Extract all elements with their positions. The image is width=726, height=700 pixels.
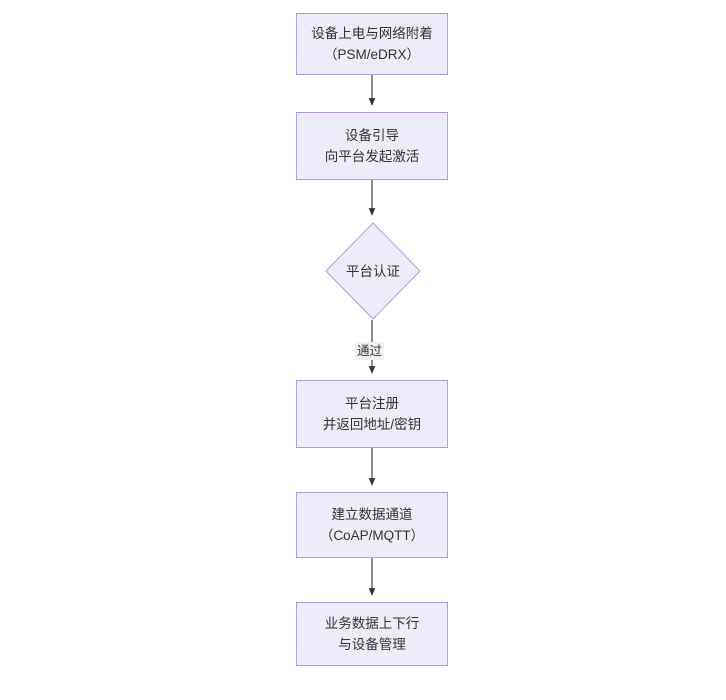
node-label-line: 建立数据通道 <box>331 507 413 522</box>
node-platform-registration[interactable]: 平台注册 并返回地址/密钥 <box>296 380 448 448</box>
node-business-data-and-device-management[interactable]: 业务数据上下行 与设备管理 <box>296 602 448 666</box>
node-label-line: 业务数据上下行 <box>324 616 420 631</box>
diamond-shape <box>325 222 421 320</box>
node-device-bootstrap[interactable]: 设备引导 向平台发起激活 <box>296 112 448 180</box>
node-establish-data-channel[interactable]: 建立数据通道 （CoAP/MQTT） <box>296 492 448 558</box>
edge-label-pass: 通过 <box>355 342 385 360</box>
node-label-line: 向平台发起激活 <box>324 149 420 164</box>
node-label-line: 设备引导 <box>345 128 399 143</box>
node-label-line: （PSM/eDRX） <box>323 47 421 62</box>
node-label-line: 并返回地址/密钥 <box>322 417 422 432</box>
node-label-line: 平台注册 <box>345 396 399 411</box>
node-label-line: 平台认证 <box>346 263 400 279</box>
node-device-power-on[interactable]: 设备上电与网络附着 （PSM/eDRX） <box>296 13 448 75</box>
node-label-line: （CoAP/MQTT） <box>319 528 425 543</box>
node-platform-authentication[interactable]: 平台认证 <box>325 222 421 320</box>
node-label-line: 设备上电与网络附着 <box>311 26 433 41</box>
node-label-line: 与设备管理 <box>338 637 406 652</box>
